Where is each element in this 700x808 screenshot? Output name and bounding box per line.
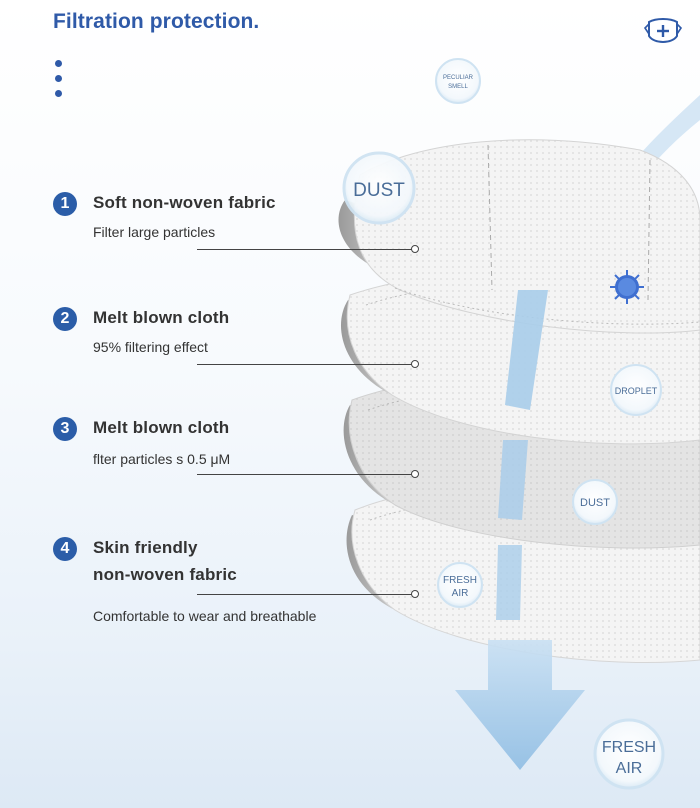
leader-line-1 [197, 249, 412, 250]
layer-number-badge: 3 [53, 417, 77, 441]
bubble-label: DROPLET [615, 386, 658, 396]
bubble-peculiar-smell: PECULIAR SMELL [435, 58, 481, 104]
airflow-arrow [455, 640, 585, 770]
layer-number-badge: 4 [53, 537, 77, 561]
leader-dot-3 [411, 470, 419, 478]
page-title: Filtration protection. [53, 10, 260, 33]
bubble-dust-large: DUST [342, 151, 416, 225]
layer-description: 95% filtering effect [93, 339, 208, 355]
leader-dot-4 [411, 590, 419, 598]
layer-title: Soft non-woven fabric [93, 193, 276, 212]
airflow-stripe-2 [498, 440, 528, 520]
leader-line-2 [197, 364, 412, 365]
leader-line-3 [197, 474, 412, 475]
bubble-fresh-air-small: FRESH AIR [437, 562, 483, 608]
bubble-label: FRESH [443, 575, 477, 586]
bubble-label: DUST [580, 497, 610, 509]
bubble-fresh-air-large: FRESH AIR [593, 718, 665, 790]
layer-title-line1: Skin friendly [93, 538, 198, 557]
bubble-label: PECULIAR [443, 75, 474, 81]
mask-plus-icon[interactable] [644, 14, 682, 48]
bubble-label: AIR [616, 760, 643, 777]
layer-title: Melt blown cloth [93, 418, 230, 437]
layer-number-badge: 2 [53, 307, 77, 331]
bubble-label: FRESH [602, 739, 656, 756]
layer-number-badge: 1 [53, 192, 77, 216]
bubble-label: DUST [353, 180, 405, 201]
layer-description: Comfortable to wear and breathable [93, 608, 317, 624]
leader-dot-1 [411, 245, 419, 253]
more-dots-icon[interactable] [55, 60, 63, 100]
bubble-dust-small: DUST [572, 479, 618, 525]
leader-line-4 [197, 594, 412, 595]
bubble-droplet: DROPLET [610, 364, 662, 416]
layer-description: flter particles s 0.5 μM [93, 451, 231, 467]
leader-dot-2 [411, 360, 419, 368]
layer-description: Filter large particles [93, 224, 216, 240]
layer-title: Melt blown cloth [93, 308, 230, 327]
virus-icon [610, 270, 644, 304]
bubble-label: AIR [452, 588, 469, 599]
airflow-stripe-1 [505, 290, 548, 410]
airflow-stripe-3 [496, 545, 522, 620]
bubble-label: SMELL [448, 84, 468, 90]
layer-title-line2: non-woven fabric [93, 565, 237, 584]
